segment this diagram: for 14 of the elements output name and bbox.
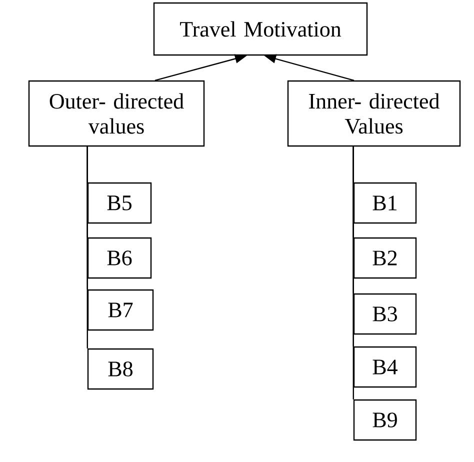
item-box: B6 xyxy=(87,237,152,279)
item-box: B3 xyxy=(353,293,417,335)
item-box: B2 xyxy=(353,237,417,279)
connector-line xyxy=(352,146,354,400)
item-box: B4 xyxy=(353,346,417,388)
item-box: B1 xyxy=(353,182,417,224)
goal-box: Travel Motivation xyxy=(153,2,368,56)
connector-line xyxy=(86,146,88,348)
category-box: Outer- directed values xyxy=(28,80,205,147)
item-box: B7 xyxy=(87,289,154,331)
item-box: B8 xyxy=(87,348,154,390)
category-box: Inner- directed Values xyxy=(287,80,461,147)
item-box: B9 xyxy=(353,399,417,441)
item-box: B5 xyxy=(87,182,152,224)
